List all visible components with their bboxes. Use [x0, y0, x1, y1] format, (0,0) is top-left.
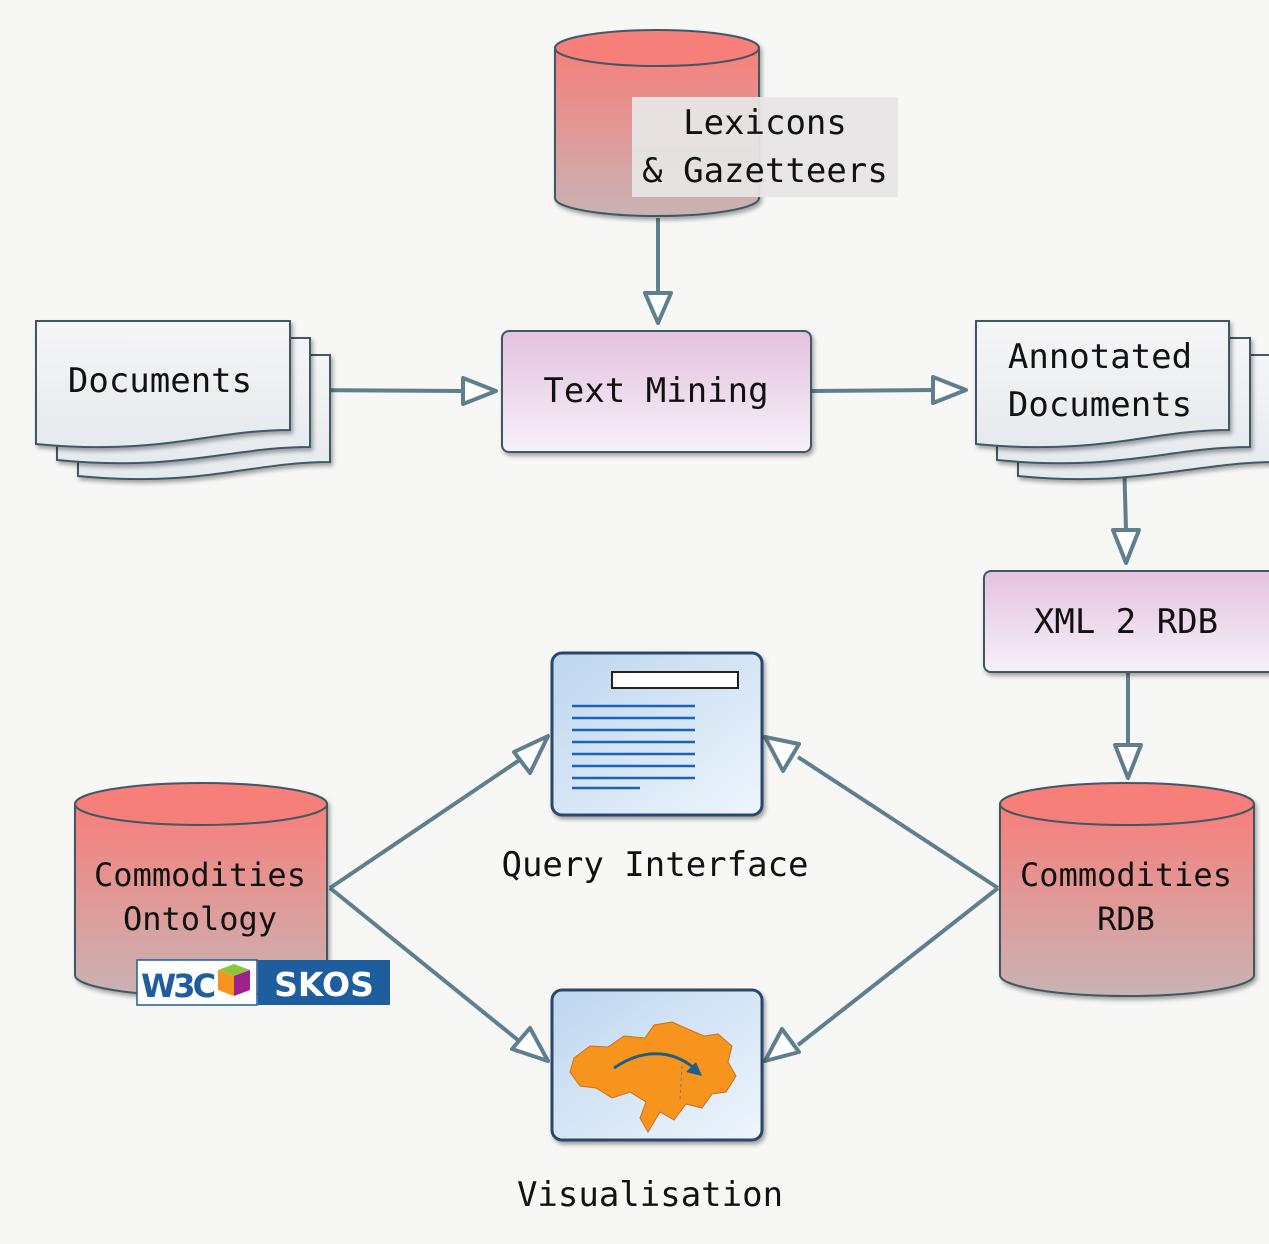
connector-ontology-to-visualisation — [328, 886, 526, 1047]
commodities-rdb-database — [999, 782, 1255, 997]
visualisation-icon — [550, 988, 764, 1142]
arrowhead-into-query-right — [763, 735, 801, 773]
annotated-label-line1: Annotated — [1008, 337, 1192, 377]
lexicons-label-line1: Lexicons — [683, 103, 847, 143]
connector-text-mining-to-annotated — [811, 388, 936, 393]
commodities-ontology-database — [74, 782, 328, 997]
arrowhead-into-xml2rdb — [1111, 528, 1141, 565]
lexicons-label-line2: & Gazetteers — [642, 151, 888, 191]
arrowhead-into-commodities-rdb — [1113, 743, 1143, 780]
arrowhead-into-visualisation-left — [510, 1026, 550, 1063]
xml2rdb-box — [983, 570, 1269, 673]
map-flow-arrow — [613, 1052, 695, 1070]
arrowheads — [461, 291, 1143, 1063]
documents-stack — [35, 320, 331, 481]
arrowhead-into-text-mining-left — [461, 376, 498, 406]
xml2rdb-label: XML 2 RDB — [1034, 602, 1218, 642]
ontology-label-line2: Ontology — [123, 900, 277, 938]
visualisation-label: Visualisation — [517, 1175, 783, 1215]
lexicons-cylinder-top — [554, 29, 760, 67]
annotated-label-line2: Documents — [1008, 385, 1192, 425]
query-interface-icon — [550, 651, 764, 817]
connector-rdb-to-visualisation — [796, 886, 1000, 1047]
arrowhead-into-query-left — [512, 734, 550, 775]
text-mining-box — [501, 330, 812, 453]
rdb-cylinder-top — [999, 782, 1255, 826]
map-flow-arrowhead — [686, 1062, 702, 1076]
connector-ontology-to-query — [328, 755, 526, 890]
annotated-documents-stack — [975, 320, 1269, 481]
arrowhead-into-annotated-documents — [931, 375, 968, 405]
w3c-skos-logo: W3C SKOS — [136, 959, 390, 1006]
documents-page-front — [35, 320, 291, 449]
connector-rdb-to-query — [796, 755, 1000, 890]
lexicons-label-box — [632, 97, 898, 197]
skos-logo-box — [258, 960, 390, 1005]
documents-label: Documents — [68, 361, 252, 401]
w3c-logo-text: W3C — [141, 967, 215, 1005]
annotated-page-front — [975, 320, 1230, 449]
rdb-label-line2: RDB — [1097, 900, 1155, 938]
text-mining-label: Text Mining — [543, 371, 768, 411]
query-interface-label: Query Interface — [501, 845, 808, 885]
ukraine-map-icon — [569, 1021, 737, 1133]
query-result-lines — [572, 704, 695, 790]
rdb-cylinder-body — [999, 803, 1255, 997]
ontology-label-line1: Commodities — [94, 856, 306, 894]
arrowhead-into-visualisation-right — [763, 1027, 801, 1063]
query-search-bar — [611, 671, 739, 689]
arrowhead-into-text-mining-top — [643, 291, 673, 325]
ontology-cylinder-top — [74, 782, 328, 826]
skos-logo-text: SKOS — [274, 965, 374, 1004]
query-screen-frame — [550, 651, 764, 817]
rdb-label-line1: Commodities — [1020, 856, 1232, 894]
w3c-cube-icon — [218, 964, 250, 996]
